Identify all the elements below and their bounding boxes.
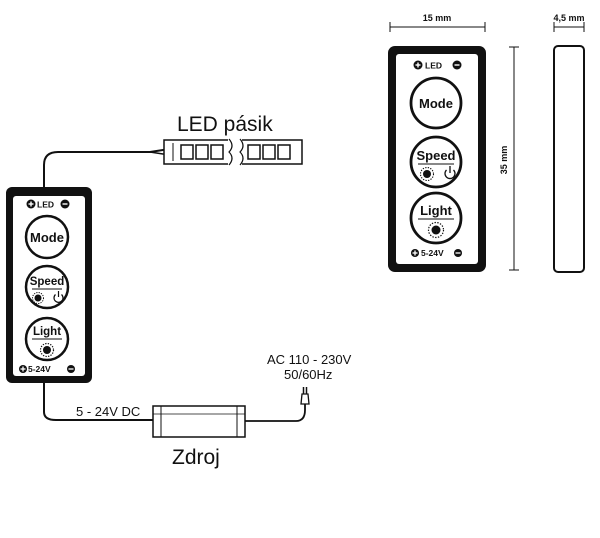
mode-button[interactable]	[24, 214, 70, 260]
power-icon	[53, 291, 64, 303]
ac-cable	[245, 404, 306, 422]
light-button-right[interactable]	[409, 191, 463, 245]
height-dimension	[509, 46, 519, 271]
speed-sun-icon-right	[419, 166, 435, 182]
led-strip	[163, 138, 303, 166]
depth-label: 4,5 mm	[553, 13, 584, 23]
power-plus-minus-icon-right	[411, 249, 462, 257]
height-label: 35 mm	[499, 146, 509, 175]
led-strip-label: LED pásik	[177, 113, 273, 136]
led-plus-minus-icon-right	[413, 60, 462, 70]
controller-side-view	[553, 45, 585, 273]
width-dimension	[389, 22, 486, 32]
power-port-label: 5-24V	[28, 364, 51, 374]
speed-sun-icon	[32, 292, 44, 304]
width-label: 15 mm	[423, 13, 452, 23]
light-sun-icon	[39, 342, 55, 358]
controller-left: LED Mode Speed Light	[6, 187, 92, 383]
controller-right: LED Mode Speed Light	[388, 46, 486, 272]
ac-voltage-label: AC 110 - 230V	[267, 352, 352, 367]
speed-button-label: Speed	[30, 276, 65, 288]
light-button-label-right: Light	[420, 203, 452, 218]
led-plus-minus-icon	[26, 199, 70, 209]
light-button-label: Light	[33, 326, 61, 338]
speed-button-label-right: Speed	[416, 148, 455, 163]
ac-plug-icon	[300, 387, 310, 405]
led-port-label-right: LED	[425, 61, 442, 71]
power-supply-label: Zdroj	[172, 446, 220, 469]
power-supply	[152, 405, 246, 438]
controller-to-psu-cable	[43, 383, 153, 421]
mode-button-label: Mode	[30, 230, 64, 245]
dc-voltage-label: 5 - 24V DC	[76, 404, 140, 419]
led-port-label: LED	[37, 200, 54, 210]
power-icon-right	[444, 166, 456, 180]
power-plus-minus-icon	[19, 365, 75, 373]
mode-button-right[interactable]	[409, 76, 463, 130]
controller-to-strip-cable	[43, 147, 177, 187]
light-sun-icon-right	[427, 221, 445, 239]
ac-frequency-label: 50/60Hz	[284, 367, 332, 382]
power-port-label-right: 5-24V	[421, 248, 444, 258]
mode-button-label-right: Mode	[419, 96, 453, 111]
depth-dimension	[553, 22, 585, 32]
